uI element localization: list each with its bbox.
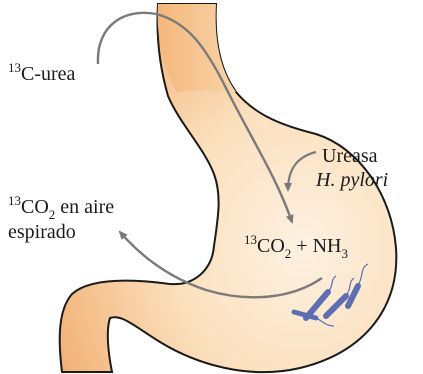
- exhaled-label-line1: 13CO2 en aire: [8, 193, 114, 222]
- exhaled-label-line2: espirado: [8, 221, 76, 243]
- urea-label: 13C-urea: [8, 60, 76, 85]
- reaction-products-label: 13CO2 + NH3: [244, 232, 348, 261]
- enzyme-label: Ureasa: [322, 145, 378, 167]
- organism-label: H. pylori: [315, 169, 388, 191]
